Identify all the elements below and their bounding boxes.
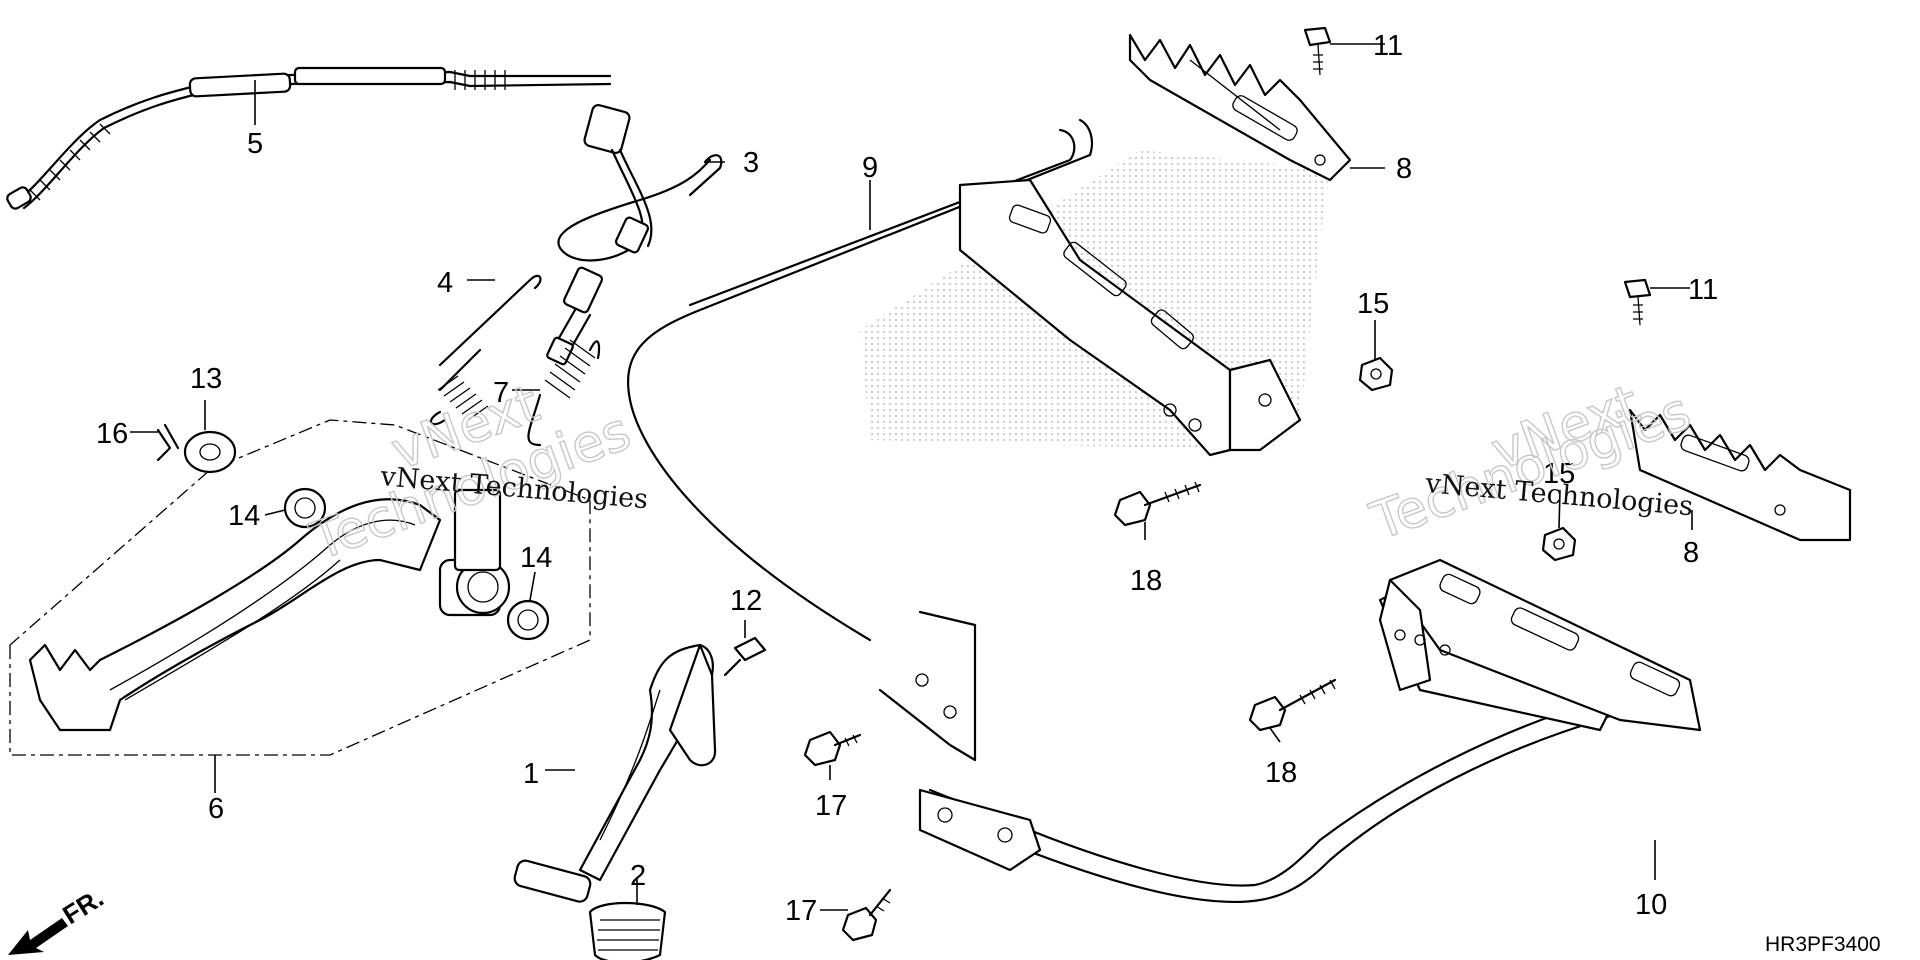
callout-1: 1 <box>523 758 539 790</box>
callout-14b: 14 <box>520 542 552 574</box>
pin-part-16[interactable] <box>156 423 180 462</box>
callout-13: 13 <box>190 363 222 395</box>
brake-pedal-arm-part-1[interactable] <box>513 643 717 903</box>
bolt-part-18a[interactable] <box>1113 481 1202 527</box>
bushing-part-14b[interactable] <box>506 599 550 641</box>
callout-17b: 17 <box>785 895 817 927</box>
diagram-code: HR3PF3400 <box>1765 933 1881 956</box>
nut-part-15b[interactable] <box>1541 526 1577 562</box>
bolt-part-12[interactable] <box>723 636 767 677</box>
bolt-part-11b[interactable] <box>1623 278 1652 326</box>
front-arrow-icon <box>8 918 68 955</box>
washer-part-13[interactable] <box>183 430 237 474</box>
bolt-part-17b[interactable] <box>841 888 892 942</box>
callout-6: 6 <box>208 793 224 825</box>
step-bar-part-9[interactable] <box>627 118 1302 762</box>
callout-14a: 14 <box>228 500 260 532</box>
callout-10: 10 <box>1635 889 1667 921</box>
leader-lines <box>130 43 1693 911</box>
bushing-part-14a[interactable] <box>283 487 327 529</box>
callout-2: 2 <box>630 860 646 892</box>
callout-18b: 18 <box>1265 757 1297 789</box>
nut-part-15a[interactable] <box>1358 356 1394 392</box>
footpeg-part-8a[interactable] <box>1128 33 1352 182</box>
spring-part-4[interactable] <box>429 274 542 426</box>
callout-15a: 15 <box>1357 288 1389 320</box>
callout-8a: 8 <box>1396 153 1412 185</box>
brake-cable-part-5[interactable] <box>5 66 612 210</box>
brake-pedal-part-6[interactable] <box>9 419 591 756</box>
brake-switch-part-3[interactable] <box>546 104 723 366</box>
callout-3: 3 <box>743 147 759 179</box>
spring-part-7[interactable] <box>527 339 601 447</box>
bolt-part-18b[interactable] <box>1248 678 1337 732</box>
callout-7: 7 <box>493 377 509 409</box>
callouts: 1 2 3 4 5 6 7 8 8 9 10 11 11 12 13 14 14… <box>96 30 1718 927</box>
callout-8b: 8 <box>1683 537 1699 569</box>
callout-16: 16 <box>96 418 128 450</box>
footpeg-part-8b[interactable] <box>1628 408 1852 542</box>
callout-5: 5 <box>247 128 263 160</box>
bolt-part-17a[interactable] <box>803 730 862 767</box>
callout-17a: 17 <box>815 790 847 822</box>
callout-11a: 11 <box>1373 30 1403 62</box>
callout-4: 4 <box>437 267 453 299</box>
callout-11b: 11 <box>1688 274 1718 306</box>
callout-18a: 18 <box>1130 565 1162 597</box>
pedal-rubber-part-2[interactable] <box>588 901 667 960</box>
callout-12: 12 <box>730 585 762 617</box>
front-direction-indicator: FR. <box>8 882 109 955</box>
callout-9: 9 <box>862 152 878 184</box>
callout-15b: 15 <box>1543 458 1575 490</box>
bolt-part-11a[interactable] <box>1303 26 1332 76</box>
step-bar-part-10[interactable] <box>918 558 1702 904</box>
